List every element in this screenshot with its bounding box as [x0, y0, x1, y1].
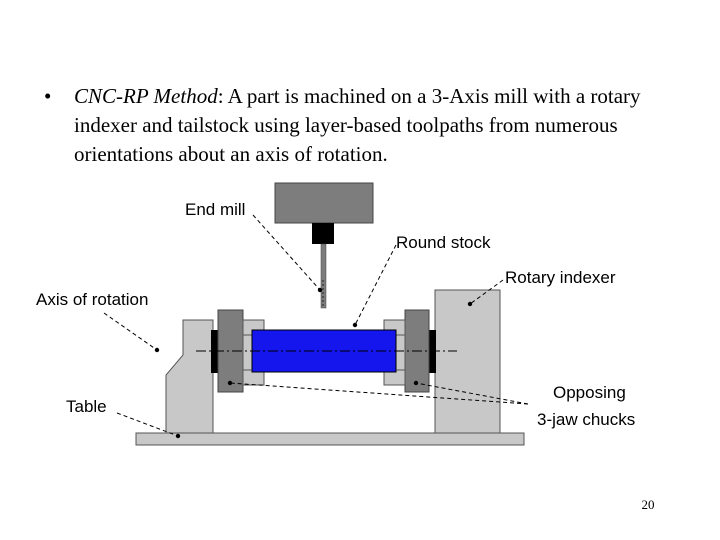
- leader-round-stock: [354, 244, 397, 326]
- method-description: A part is machined on a 3-Axis mill with…: [74, 84, 641, 166]
- left-chuck-jaw-mid: [242, 334, 253, 371]
- spindle-head: [274, 182, 374, 224]
- tool-holder: [312, 223, 334, 244]
- leader-table: [116, 412, 179, 437]
- label-end-mill: End mill: [185, 200, 245, 219]
- table: [135, 432, 525, 446]
- label-rotary-indexer: Rotary indexer: [505, 268, 616, 287]
- dot-rotary-indexer: [467, 301, 473, 307]
- leader-axis-of-rotation: [103, 312, 158, 351]
- label-round-stock: Round stock: [396, 233, 491, 252]
- label-opposing: Opposing: [553, 383, 626, 402]
- right-chuck-jaw-mid: [395, 334, 406, 371]
- label-axis-of-rotation: Axis of rotation: [36, 290, 148, 309]
- bullet-point: • CNC-RP Method: A part is machined on a…: [44, 82, 694, 169]
- leader-lines: [103, 214, 529, 437]
- leader-dots: [154, 287, 473, 439]
- leader-chuck-left: [229, 382, 529, 405]
- tailstock: [165, 319, 214, 434]
- leader-chuck-right: [415, 382, 529, 405]
- bullet-text: CNC-RP Method: A part is machined on a 3…: [74, 82, 694, 169]
- bullet-marker: •: [44, 84, 52, 108]
- rotary-indexer: [434, 289, 501, 434]
- method-term: CNC-RP Method: [74, 84, 218, 108]
- label-jaw-chucks: 3-jaw chucks: [537, 410, 635, 429]
- dot-axis-of-rotation: [154, 347, 160, 353]
- dot-table: [175, 433, 181, 439]
- label-table: Table: [66, 397, 107, 416]
- slide-number: 20: [641, 497, 655, 512]
- term-separator: :: [217, 84, 224, 108]
- leader-end-mill: [252, 214, 321, 291]
- dot-end-mill: [317, 287, 323, 293]
- dot-chuck-left: [227, 380, 233, 386]
- end-mill: [320, 243, 327, 309]
- dot-round-stock: [352, 322, 358, 328]
- dot-chuck-right: [413, 380, 419, 386]
